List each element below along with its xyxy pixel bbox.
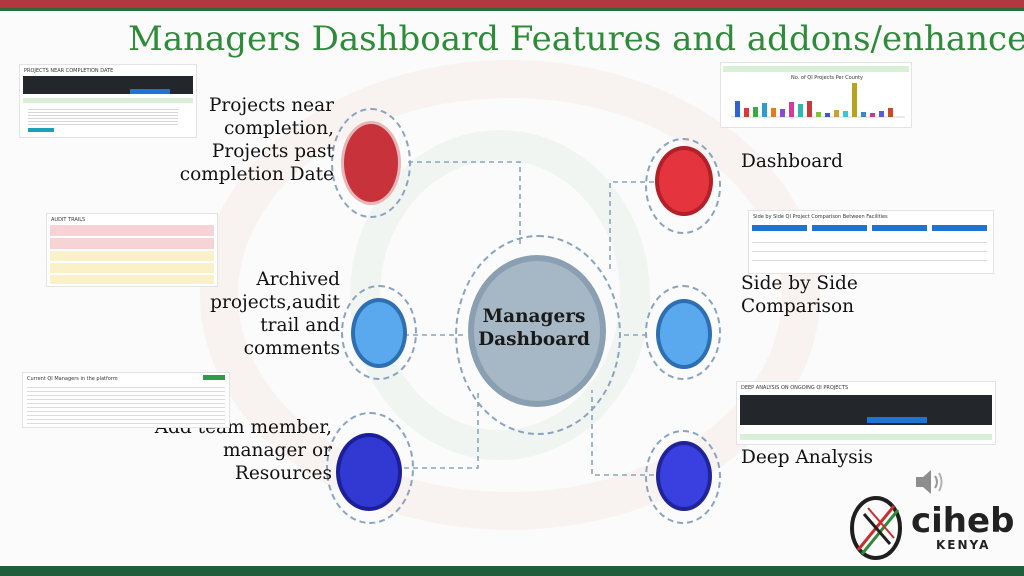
- logo-country: KENYA: [936, 538, 991, 552]
- comparison-thumb-col-4: [932, 225, 987, 231]
- managers-list-screenshot: Current QI Managers in the platform: [22, 372, 230, 428]
- comparison-thumb-selects: [752, 234, 987, 268]
- dashboard-ring: [645, 138, 721, 234]
- audit-thumb-alert-red-2: [50, 238, 214, 249]
- archived-line2: projects,audit: [210, 292, 340, 313]
- near-completion-ring: [331, 108, 411, 218]
- deep-analysis-ring: [645, 430, 721, 524]
- audit-thumb-alert-yellow-3: [50, 275, 214, 284]
- bottom-accent-bar: [0, 566, 1024, 576]
- near-completion-line2: completion,: [223, 118, 334, 139]
- deep-thumb-filter-panel: [740, 395, 992, 425]
- near-completion-label: Projects near completion, Projects past …: [160, 94, 334, 186]
- near-completion-line4: completion Date: [179, 164, 334, 185]
- center-label-line2: Dashboard: [478, 329, 590, 350]
- completion-thumb-rows: [28, 107, 178, 125]
- archived-label: Archived projects,audit trail and commen…: [180, 268, 340, 360]
- managers-thumb-table: [27, 384, 225, 424]
- archived-node[interactable]: [351, 298, 407, 368]
- audit-thumb-alert-yellow-1: [50, 251, 214, 261]
- add-team-node[interactable]: [336, 433, 402, 511]
- deep-analysis-node[interactable]: [656, 441, 712, 511]
- deep-thumb-search-button: [867, 417, 927, 423]
- dashboard-node[interactable]: [655, 146, 713, 216]
- dashboard-thumb-bar-chart: [731, 83, 905, 118]
- comparison-thumb-col-3: [872, 225, 927, 231]
- archived-line4: comments: [243, 338, 340, 359]
- audit-trail-screenshot: AUDIT TRAILS: [46, 213, 218, 287]
- side-by-side-node[interactable]: [656, 299, 712, 369]
- center-node[interactable]: [468, 255, 606, 407]
- add-team-line3: Resources: [234, 463, 332, 484]
- top-accent-bar: [0, 0, 1024, 8]
- speaker-icon[interactable]: [912, 466, 948, 498]
- completion-thumb-tag: [28, 128, 54, 132]
- near-completion-node[interactable]: [341, 121, 401, 205]
- logo-name: ciheb: [911, 501, 1015, 541]
- archived-line1: Archived: [256, 269, 340, 290]
- audit-thumb-alert-red-1: [50, 225, 214, 236]
- comparison-thumb-col-2: [812, 225, 867, 231]
- side-by-side-label: Side by Side Comparison: [741, 272, 858, 318]
- center-label: Managers Dashboard: [470, 305, 598, 351]
- deep-analysis-label: Deep Analysis: [741, 447, 874, 468]
- deep-thumb-banner: [740, 434, 992, 440]
- top-accent-stripe: [0, 8, 1024, 11]
- add-team-ring: [326, 412, 414, 524]
- managers-thumb-caption: Current QI Managers in the platform: [27, 376, 118, 382]
- completion-date-screenshot: PROJECTS NEAR COMPLETION DATE: [19, 64, 197, 138]
- dashboard-screenshot: No. of QI Projects Per County: [720, 62, 912, 128]
- center-ring: [455, 235, 621, 435]
- side-by-side-line2: Comparison: [741, 296, 855, 317]
- add-team-line2: manager or: [222, 440, 332, 461]
- completion-thumb-banner: [23, 98, 193, 103]
- comparison-thumb-col-1: [752, 225, 807, 231]
- archived-ring: [341, 285, 417, 380]
- deep-thumb-caption: DEEP ANALYSIS ON ONGOING QI PROJECTS: [741, 385, 849, 391]
- center-label-line1: Managers: [482, 306, 586, 327]
- comparison-thumb-caption: Side by Side QI Project Comparison Betwe…: [753, 214, 888, 220]
- slide-title: Managers Dashboard Features and addons/e…: [128, 19, 1024, 59]
- side-by-side-ring: [645, 285, 721, 380]
- audit-thumb-alert-yellow-2: [50, 263, 214, 273]
- audit-thumb-caption: AUDIT TRAILS: [51, 217, 86, 223]
- completion-thumb-caption: PROJECTS NEAR COMPLETION DATE: [24, 68, 114, 74]
- archived-line3: trail and: [260, 315, 340, 336]
- completion-thumb-button: [130, 89, 170, 94]
- side-by-side-line1: Side by Side: [741, 273, 858, 294]
- managers-thumb-add-button: [203, 375, 225, 380]
- deep-analysis-screenshot: DEEP ANALYSIS ON ONGOING QI PROJECTS: [736, 381, 996, 445]
- near-completion-line1: Projects near: [208, 95, 334, 116]
- dashboard-thumb-banner: [723, 66, 909, 72]
- dashboard-label: Dashboard: [741, 151, 843, 172]
- comparison-screenshot: Side by Side QI Project Comparison Betwe…: [748, 210, 994, 274]
- dashboard-thumb-caption: No. of QI Projects Per County: [791, 75, 863, 81]
- ciheb-logo-icon: [850, 496, 902, 560]
- near-completion-line3: Projects past: [211, 141, 334, 162]
